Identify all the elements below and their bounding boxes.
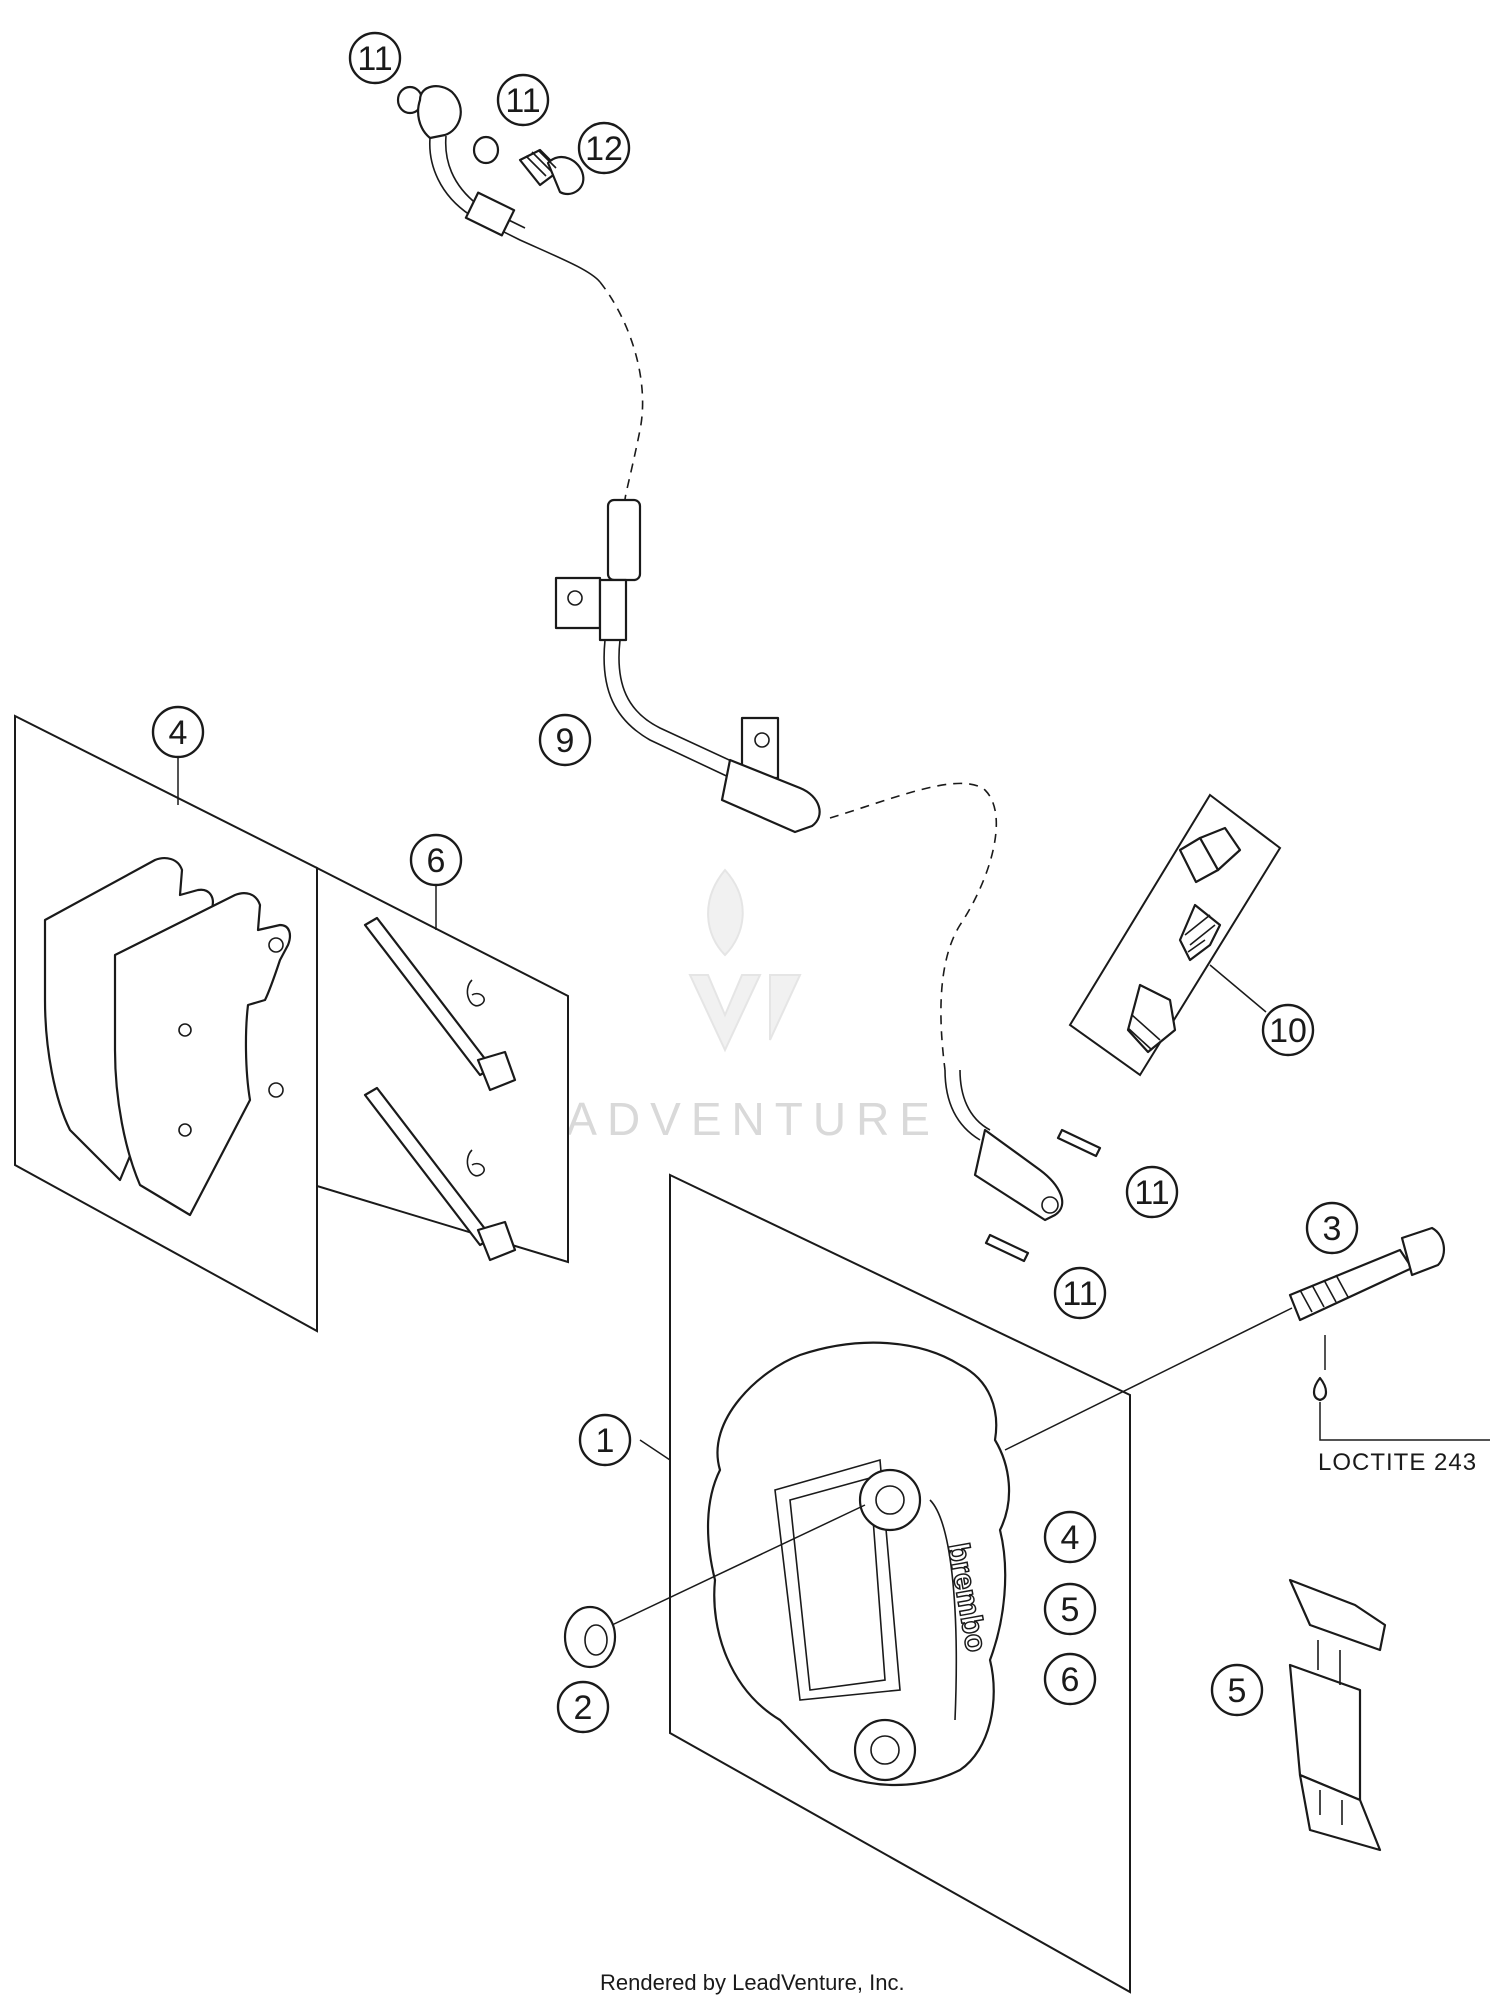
bleeder-screw <box>1126 983 1177 1054</box>
hose-collar <box>598 578 628 642</box>
hose-middle-solid <box>603 639 736 781</box>
banjo-bolt-head <box>546 156 585 196</box>
callout-11-washer-lower[interactable]: 11 <box>1053 1266 1107 1320</box>
bleeder-kit-panel <box>1068 793 1282 1077</box>
callout-label: 9 <box>556 722 575 760</box>
callout-label: 5 <box>1228 1672 1247 1710</box>
hose-break-upper <box>599 281 644 501</box>
washer-bottom-lower <box>984 1233 1030 1263</box>
pad-pins-panel <box>316 866 569 1264</box>
callout-label: 6 <box>427 842 446 880</box>
callout-label: 3 <box>1323 1210 1342 1248</box>
callout-6-caliper[interactable]: 6 <box>1043 1652 1097 1706</box>
render-credit: Rendered by LeadVenture, Inc. <box>600 1970 905 1995</box>
loctite-note: LOCTITE 243 <box>1318 1449 1477 1476</box>
callout-label: 11 <box>1062 1275 1097 1313</box>
pad-spring <box>1288 1578 1387 1852</box>
callout-9[interactable]: 9 <box>538 713 592 767</box>
caliper-mount-hole-upper <box>858 1468 922 1532</box>
callout-4-pads[interactable]: 4 <box>151 705 205 759</box>
retaining-clip-upper <box>466 979 485 1007</box>
watermark-flame-logo <box>688 868 802 1053</box>
callout-label: 4 <box>1061 1519 1080 1557</box>
retaining-clip-lower <box>466 1149 485 1177</box>
washer-bottom-upper <box>1056 1128 1102 1158</box>
hose-break-lower <box>829 782 998 1071</box>
brake-caliper <box>706 1341 1011 1787</box>
bleeder-valve <box>1178 903 1222 962</box>
watermark: LEADVENTURE <box>490 868 930 1145</box>
callout-label: 10 <box>1269 1012 1307 1050</box>
callout-label: 2 <box>574 1689 593 1727</box>
callout-label: 5 <box>1061 1591 1080 1629</box>
callout-11-top-right[interactable]: 11 <box>496 73 550 127</box>
caliper-panel: brembo <box>669 1173 1131 1994</box>
caliper-mount-bolt <box>1288 1226 1446 1322</box>
caliper-mount-hole-lower <box>853 1718 917 1782</box>
callout-4-caliper[interactable]: 4 <box>1043 1510 1097 1564</box>
callout-2[interactable]: 2 <box>556 1680 610 1734</box>
callout-label: 11 <box>505 82 540 120</box>
callout-label: 1 <box>596 1422 615 1460</box>
callout-label: 11 <box>357 40 392 78</box>
callout-12[interactable]: 12 <box>577 121 631 175</box>
hose-mount-tab-upper <box>554 576 602 630</box>
banjo-fitting-bottom <box>973 1128 1064 1222</box>
loctite-drop <box>1312 1376 1328 1402</box>
bolt-head <box>1400 1226 1446 1277</box>
caliper-pad-window <box>774 1458 901 1701</box>
hose-ferrule-top <box>464 191 516 237</box>
callout-5-caliper[interactable]: 5 <box>1043 1582 1097 1636</box>
callout-10[interactable]: 10 <box>1261 1003 1315 1057</box>
callout-label: 12 <box>585 130 623 168</box>
callout-5-spring[interactable]: 5 <box>1210 1663 1264 1717</box>
brake-pads-panel <box>14 714 318 1333</box>
callout-11-washer-upper[interactable]: 11 <box>1125 1165 1179 1219</box>
callout-label: 11 <box>1134 1174 1169 1212</box>
brake-pad-front <box>113 892 291 1217</box>
callout-11-top-left[interactable]: 11 <box>348 31 402 85</box>
washer-top-right <box>472 135 500 165</box>
hose-mount-tab-lower <box>740 716 780 780</box>
callout-3[interactable]: 3 <box>1305 1201 1359 1255</box>
banjo-fitting-top <box>417 85 462 140</box>
callout-1[interactable]: 1 <box>578 1413 632 1467</box>
callout-label: 6 <box>1061 1661 1080 1699</box>
brake-line-assembly <box>396 85 1064 1222</box>
callout-6-pins[interactable]: 6 <box>409 833 463 887</box>
hose-fitting-lower <box>720 758 821 834</box>
hose-fitting-middle <box>606 498 642 582</box>
callout-label: 4 <box>169 714 188 752</box>
